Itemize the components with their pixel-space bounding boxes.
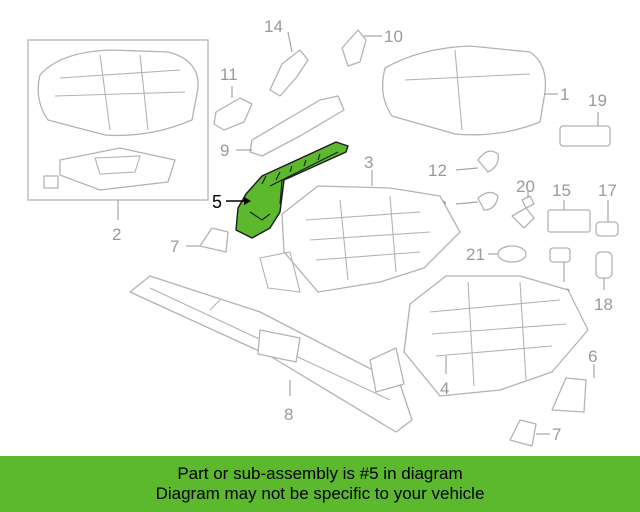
callout-17: 17 [598, 181, 617, 200]
callout-10: 10 [384, 27, 403, 46]
callout-7-upper: 7 [170, 237, 179, 256]
part-8-drawing [129, 275, 413, 433]
callout-12: 12 [428, 161, 447, 180]
part-19-drawing [559, 125, 611, 147]
callout-5: 5 [212, 192, 222, 212]
callout-4: 4 [440, 379, 449, 398]
callout-20: 20 [516, 177, 535, 196]
banner-line-2: Diagram may not be specific to your vehi… [155, 484, 485, 503]
part-14-drawing [269, 49, 309, 97]
part-21-drawing [497, 245, 527, 263]
callout-14: 14 [264, 17, 283, 36]
highlight-notice-banner: Part or sub-assembly is #5 in diagram Di… [0, 456, 640, 512]
banner-line-1: Part or sub-assembly is #5 in diagram [177, 464, 463, 483]
parts-diagram: 2 14 10 1 11 9 19 12 13 [27, 17, 619, 447]
callout-11: 11 [220, 65, 238, 84]
callout-1: 1 [560, 85, 569, 104]
part-5-highlighted [235, 141, 349, 239]
part-9-drawing [249, 95, 345, 157]
callout-21: 21 [466, 245, 485, 264]
part-6-drawing [551, 377, 587, 413]
part-11-drawing [213, 97, 253, 131]
cushion-base-drawing [43, 147, 176, 191]
cushion-pad-drawing [37, 49, 199, 137]
part-12-drawing [477, 150, 499, 173]
callout-6: 6 [588, 347, 597, 366]
part-13-drawing [477, 191, 499, 211]
part-10-drawing [341, 29, 367, 67]
part-3-drawing [259, 185, 461, 293]
callout-9: 9 [220, 141, 229, 160]
part-17-drawing [595, 221, 619, 237]
callout-15: 15 [552, 181, 571, 200]
part-18-drawing [595, 251, 613, 279]
part-16-drawing [549, 247, 571, 263]
part-7-lower-drawing [509, 419, 537, 447]
part-7-upper-drawing [199, 227, 229, 253]
part-4-drawing [369, 275, 589, 397]
callout-2: 2 [112, 225, 121, 244]
callout-3: 3 [364, 153, 373, 172]
part-20-drawing [511, 195, 535, 229]
callout-18: 18 [594, 295, 613, 314]
part-1-drawing [382, 45, 547, 136]
callout-8: 8 [284, 405, 293, 424]
callout-19: 19 [588, 91, 607, 110]
callout-7-lower: 7 [552, 425, 561, 444]
part-15-drawing [547, 209, 591, 233]
